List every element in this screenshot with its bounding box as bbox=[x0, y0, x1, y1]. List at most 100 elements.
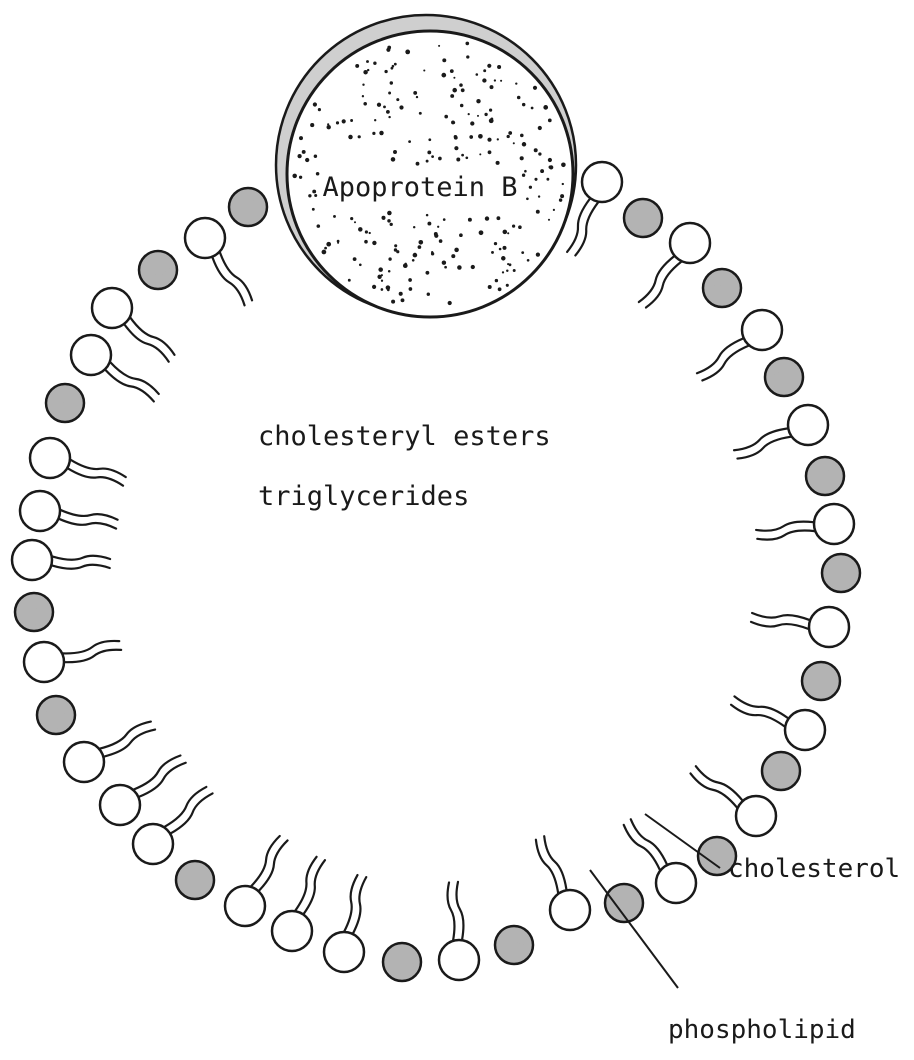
phospholipid-tail bbox=[752, 613, 810, 620]
cholesterol-molecule bbox=[37, 696, 75, 734]
phospholipid-tail bbox=[212, 257, 244, 305]
phospholipid-tail bbox=[104, 730, 155, 757]
phospholipid-tail bbox=[757, 531, 814, 540]
phospholipid-tail bbox=[639, 256, 674, 302]
phospholipid-tail bbox=[134, 755, 181, 789]
cholesterol-molecule bbox=[139, 251, 177, 289]
phospholipid-molecule bbox=[751, 607, 849, 647]
phospholipid-head bbox=[736, 796, 776, 836]
phospholipid-head bbox=[71, 335, 111, 375]
phospholipid-head bbox=[742, 310, 782, 350]
cholesterol-texture bbox=[231, 190, 265, 224]
cholesterol-texture bbox=[39, 698, 73, 732]
cholesterol-texture bbox=[626, 201, 660, 235]
phospholipid-molecule bbox=[272, 857, 325, 951]
cholesterol-texture bbox=[764, 754, 798, 788]
phospholipid-molecule bbox=[30, 438, 126, 486]
cholesterol-texture bbox=[48, 386, 82, 420]
phospholipid-head bbox=[550, 890, 590, 930]
phospholipid-tail bbox=[353, 877, 366, 933]
phospholipid-head bbox=[670, 223, 710, 263]
phospholipid-tail bbox=[171, 793, 213, 833]
phospholipid-molecule bbox=[12, 540, 110, 580]
phospholipid-tail bbox=[702, 346, 748, 381]
phospholipid-head bbox=[809, 607, 849, 647]
phospholipid-tail bbox=[60, 510, 117, 520]
phospholipid-tail bbox=[690, 773, 737, 807]
phospholipid-tail bbox=[52, 556, 110, 560]
phospholipid-head bbox=[272, 911, 312, 951]
phospholipid-head bbox=[814, 504, 854, 544]
phospholipid-head bbox=[785, 710, 825, 750]
phospholipid-head bbox=[92, 288, 132, 328]
phospholipid-molecule bbox=[133, 787, 213, 864]
phospholipid-tail bbox=[344, 875, 357, 931]
phospholipid-tail bbox=[295, 857, 316, 911]
phospholipid-tail bbox=[624, 825, 660, 870]
phospholipid-molecule bbox=[225, 836, 288, 926]
cholesterol-texture bbox=[141, 253, 175, 287]
phospholipid-tail bbox=[696, 766, 743, 800]
phospholipid-head bbox=[788, 405, 828, 445]
phospholipid-tail bbox=[164, 787, 206, 827]
phospholipid-molecule bbox=[100, 755, 186, 825]
cholesterol-texture bbox=[705, 271, 739, 305]
phospholipid-molecule bbox=[71, 335, 159, 401]
phospholipid-molecule bbox=[24, 641, 121, 682]
phospholipid-tail bbox=[456, 882, 463, 940]
cholesterol-texture bbox=[497, 928, 531, 962]
cholesterol-texture bbox=[385, 945, 419, 979]
phospholipid-tail bbox=[100, 722, 151, 749]
phospholipid-head bbox=[133, 824, 173, 864]
phospholipid-molecule bbox=[20, 491, 118, 531]
phospholipid-head bbox=[100, 785, 140, 825]
phospholipid-molecule bbox=[64, 722, 155, 782]
phospholipid-tail bbox=[756, 522, 813, 531]
phospholipid-head bbox=[185, 218, 225, 258]
phospholipid-tail bbox=[646, 262, 681, 308]
phospholipid-tail bbox=[139, 763, 186, 797]
phospholipid-tail bbox=[751, 622, 809, 629]
cholesterol-molecule bbox=[624, 199, 662, 237]
phospholipid-head bbox=[656, 863, 696, 903]
phospholipid-tail bbox=[448, 883, 455, 941]
phospholipid-molecule bbox=[439, 882, 479, 980]
phospholipid-head bbox=[20, 491, 60, 531]
cholesterol-molecule bbox=[15, 593, 53, 631]
core-label-cholesteryl-esters: cholesteryl esters bbox=[258, 421, 551, 452]
cholesterol-molecule bbox=[46, 384, 84, 422]
phospholipid-molecule bbox=[185, 218, 252, 305]
phospholipid-tail bbox=[110, 362, 159, 394]
cholesterol-texture bbox=[808, 459, 842, 493]
phospholipid-tail bbox=[105, 370, 154, 402]
phospholipid-molecule bbox=[324, 875, 366, 972]
cholesterol-molecule bbox=[762, 752, 800, 790]
cholesterol-molecule bbox=[495, 926, 533, 964]
phospholipid-tail bbox=[64, 650, 121, 662]
apoprotein-label: Apoprotein B bbox=[322, 172, 517, 203]
phospholipid-molecule bbox=[731, 696, 825, 750]
phospholipid-tail bbox=[130, 317, 174, 354]
cholesterol-texture bbox=[824, 556, 858, 590]
cholesterol-molecule bbox=[703, 269, 741, 307]
cholesterol-molecule bbox=[802, 662, 840, 700]
phospholipid-tail bbox=[124, 324, 168, 361]
phospholipid-callout: phospholipid bbox=[668, 1015, 856, 1045]
phospholipid-tail bbox=[52, 565, 110, 569]
cholesterol-molecule bbox=[229, 188, 267, 226]
phospholipid-head bbox=[64, 742, 104, 782]
cholesterol-texture bbox=[17, 595, 51, 629]
cholesterol-texture bbox=[767, 360, 801, 394]
core-label-triglycerides: triglycerides bbox=[258, 481, 469, 512]
cholesterol-molecule bbox=[176, 861, 214, 899]
cholesterol-texture bbox=[804, 664, 838, 698]
phospholipid-tail bbox=[259, 840, 288, 890]
apoprotein-b: Apoprotein B bbox=[276, 15, 576, 317]
phospholipid-molecule bbox=[536, 836, 590, 930]
cholesterol-molecule bbox=[806, 457, 844, 495]
cholesterol-molecule bbox=[765, 358, 803, 396]
phospholipid-head bbox=[30, 438, 70, 478]
cholesterol-texture bbox=[178, 863, 212, 897]
cholesterol-molecule bbox=[822, 554, 860, 592]
